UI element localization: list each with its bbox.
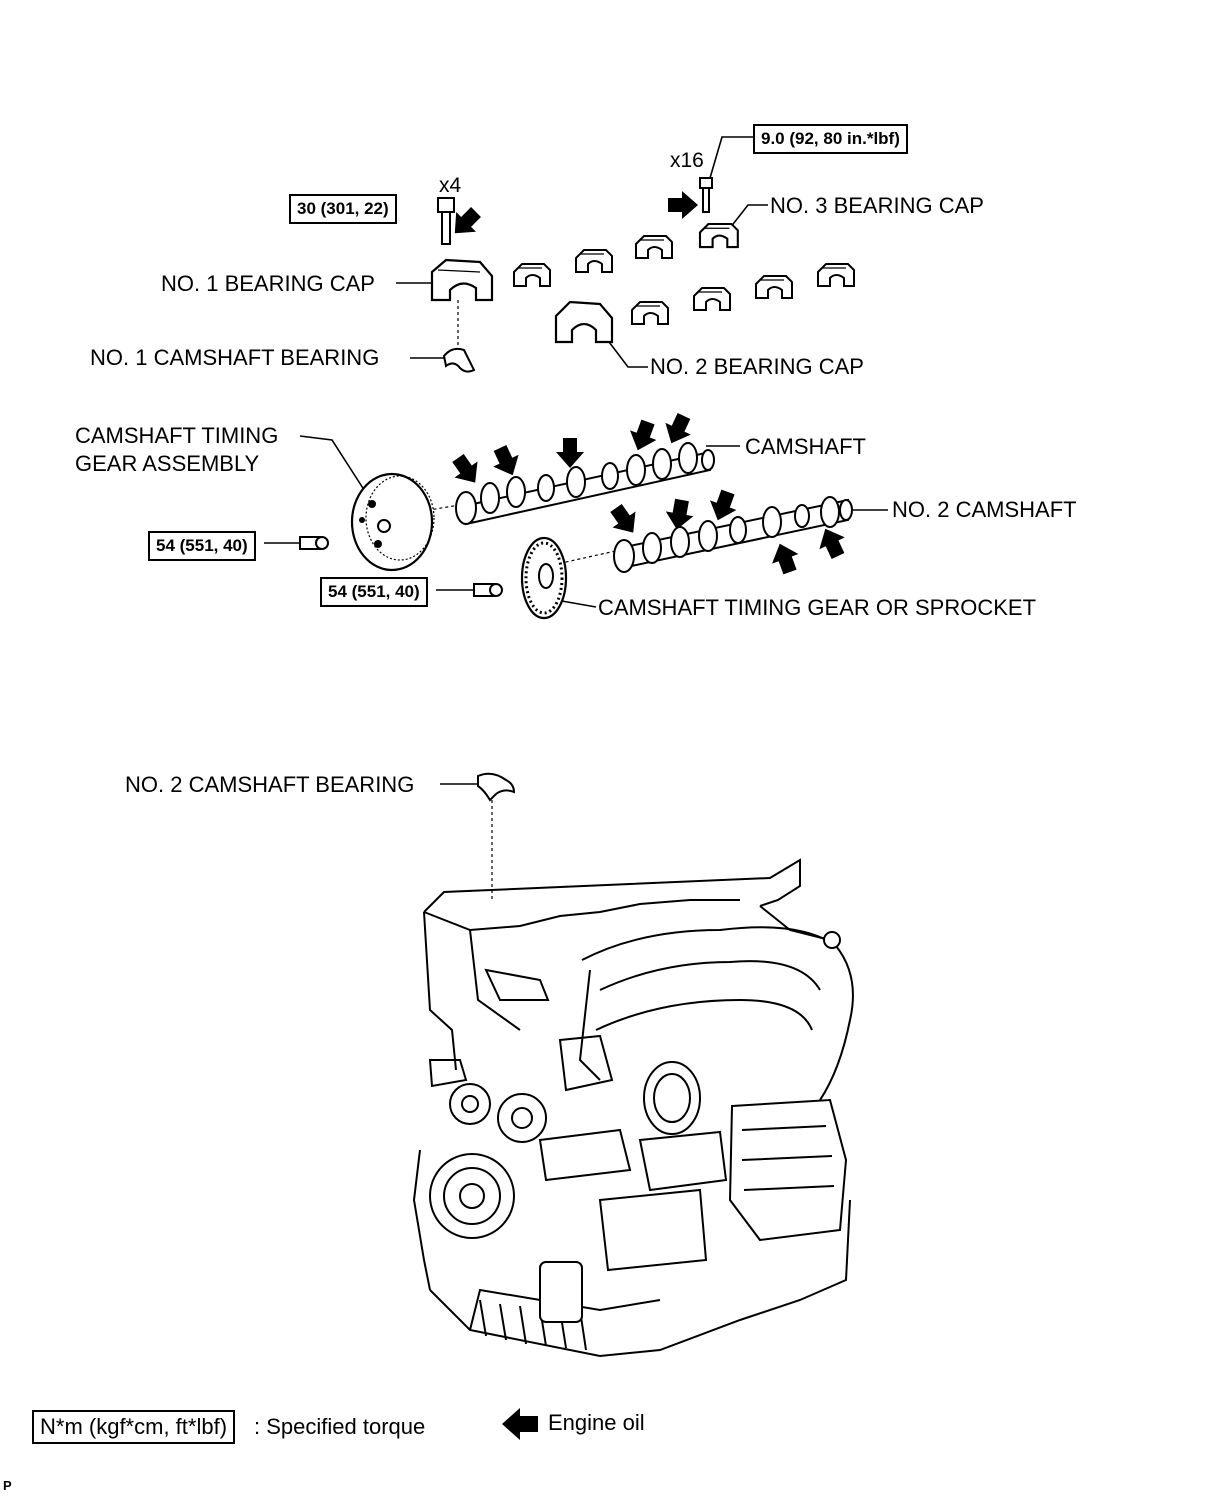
bolt-icon [437, 197, 455, 245]
no1-camshaft-bearing [442, 347, 476, 373]
label-timing-gear-or-sprocket: CAMSHAFT TIMING GEAR OR SPROCKET [598, 595, 1037, 620]
no1-bearing-cap [430, 258, 494, 302]
torque-box-gear-assembly-bolt: 54 (551, 40) [148, 531, 256, 561]
legend-torque-unit-box: N*m (kgf*cm, ft*lbf) [32, 1410, 236, 1444]
large-bolt-quantity: x4 [439, 174, 462, 197]
label-camshaft: CAMSHAFT [745, 434, 866, 459]
legend-oil-arrow-icon [502, 1408, 538, 1440]
corner-mark: P [3, 1478, 12, 1493]
camshaft-timing-gear-assembly [350, 472, 435, 572]
torque-box-small-bolt: 9.0 (92, 80 in.*lbf) [753, 124, 908, 154]
torque-box-large-bolt: 30 (301, 22) [289, 194, 397, 224]
label-no2-camshaft: NO. 2 CAMSHAFT [892, 497, 1077, 522]
label-no1-camshaft-bearing: NO. 1 CAMSHAFT BEARING [90, 345, 380, 370]
no2-camshaft [613, 496, 853, 573]
torque-box-sprocket-bolt: 54 (551, 40) [320, 577, 428, 607]
label-camshaft-timing-gear-line2: GEAR ASSEMBLY [75, 451, 260, 476]
bolt-icon [699, 177, 713, 213]
no2-camshaft-bearing [477, 772, 516, 802]
small-bolt-quantity: x16 [670, 149, 704, 172]
no2-bearing-cap [554, 300, 614, 344]
bolt-icon [473, 583, 503, 597]
label-camshaft-timing-gear-line1: CAMSHAFT TIMING [75, 423, 279, 448]
label-no1-bearing-cap: NO. 1 BEARING CAP [161, 271, 375, 296]
camshaft-sprocket [520, 536, 568, 620]
bolt-icon [299, 536, 329, 550]
leader-lines [264, 136, 888, 785]
engine-assembly [412, 858, 854, 1358]
label-no3-bearing-cap: NO. 3 BEARING CAP [770, 193, 984, 218]
legend-torque-text: : Specified torque [254, 1414, 426, 1439]
legend-oil-text: Engine oil [548, 1410, 645, 1435]
label-no2-bearing-cap: NO. 2 BEARING CAP [650, 354, 864, 379]
label-no2-camshaft-bearing: NO. 2 CAMSHAFT BEARING [125, 772, 415, 797]
camshaft [455, 442, 715, 526]
